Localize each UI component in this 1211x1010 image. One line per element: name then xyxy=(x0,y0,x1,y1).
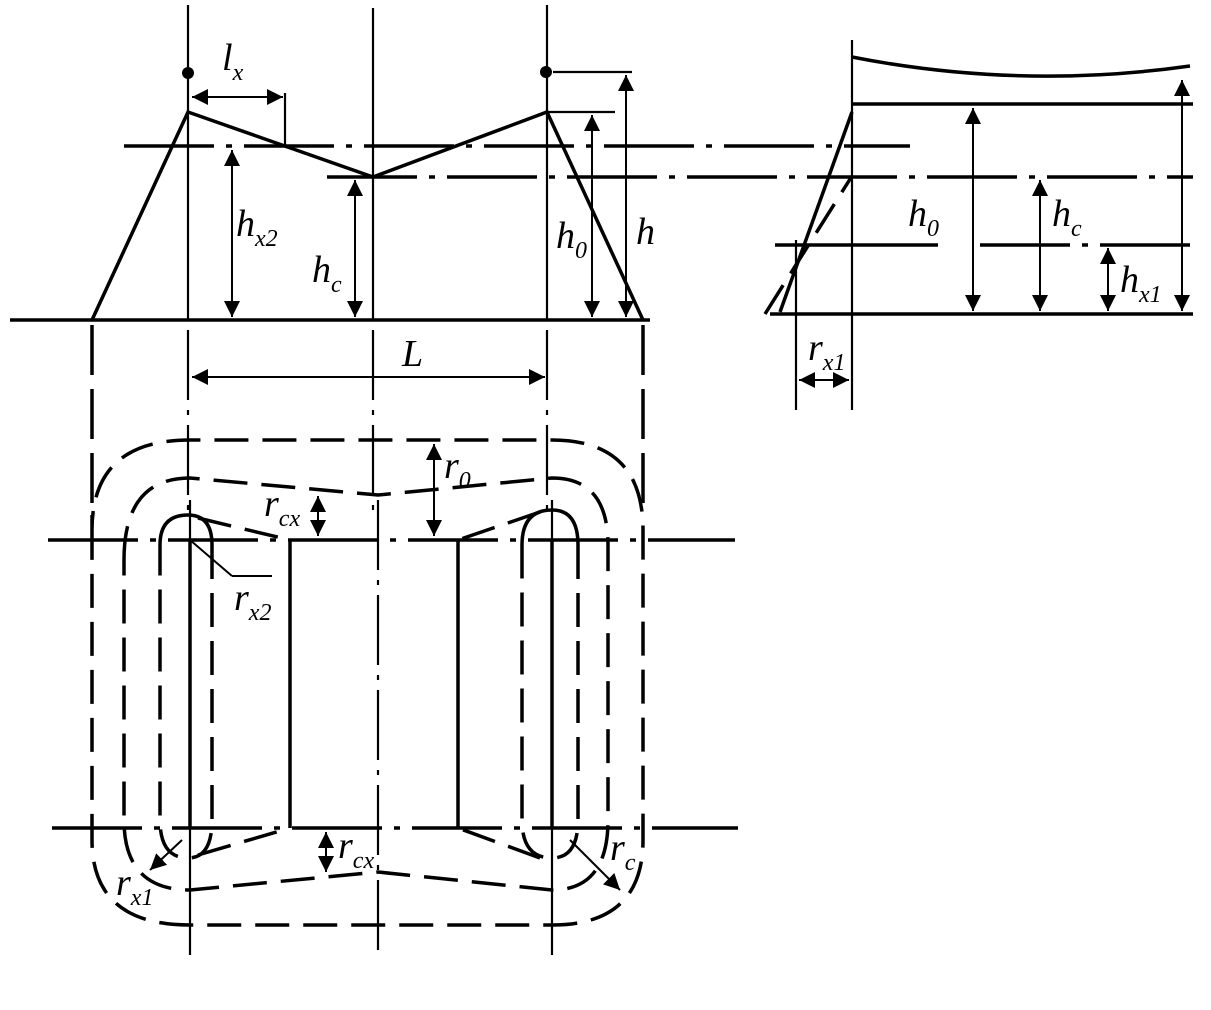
label-h0-right: h0 xyxy=(908,193,939,242)
label-rx1-side: rx1 xyxy=(808,327,845,376)
labels: lx hx2 hc h0 h L h0 hc hx1 rx1 r0 rcx rx… xyxy=(116,37,1162,911)
inner-right-stadium xyxy=(520,545,580,860)
label-rcx-bottom: rcx xyxy=(338,825,374,874)
point-left xyxy=(182,67,194,79)
mid-boundary xyxy=(122,476,610,892)
label-rx1-plan: rx1 xyxy=(116,862,153,911)
label-rcx-top: rcx xyxy=(264,483,300,532)
label-h: h xyxy=(636,211,655,253)
label-L: L xyxy=(401,333,423,375)
top-curve xyxy=(851,55,1191,78)
label-hx1: hx1 xyxy=(1120,259,1162,308)
side-slope-solid xyxy=(778,111,854,313)
label-h0-left: h0 xyxy=(556,215,587,264)
label-rc: rc xyxy=(610,827,636,876)
side-slope-dashed xyxy=(763,175,854,315)
dim-rx1 xyxy=(149,839,183,871)
outer-boundary-r0 xyxy=(90,438,645,927)
front-elevation-view xyxy=(10,5,1193,385)
side-elevation-view xyxy=(763,40,1193,410)
inner-left-stadium xyxy=(158,545,214,860)
dim-rc xyxy=(569,839,621,891)
label-lx: lx xyxy=(222,37,244,86)
leader-rx2 xyxy=(189,539,233,577)
label-hx2: hx2 xyxy=(236,203,278,252)
label-hc-left: hc xyxy=(312,249,342,298)
point-right xyxy=(540,66,552,78)
label-hc-right: hc xyxy=(1052,193,1082,242)
plan-view xyxy=(48,325,738,955)
label-r0: r0 xyxy=(444,445,471,494)
label-rx2: rx2 xyxy=(234,577,271,626)
